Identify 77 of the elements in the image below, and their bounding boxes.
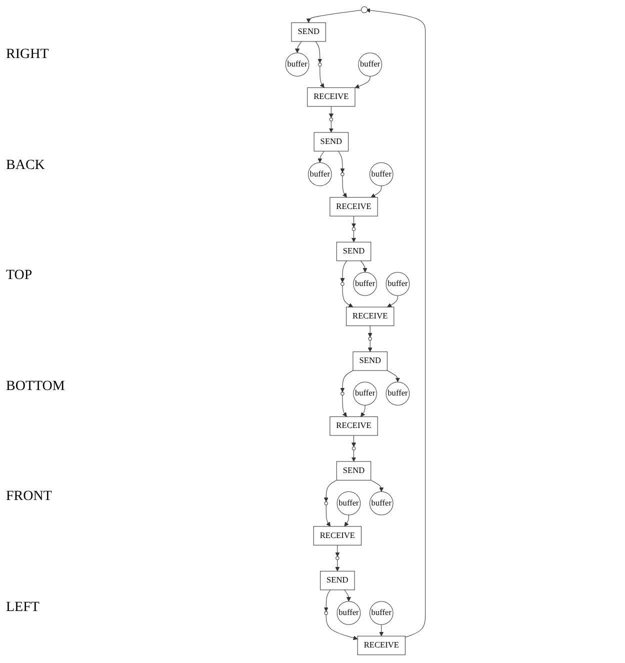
arrow (340, 260, 347, 283)
node-circle: buffer (369, 601, 394, 625)
arrow (335, 544, 340, 557)
arrow (335, 559, 340, 572)
arrow (370, 186, 382, 198)
arrow (368, 326, 372, 338)
node-circle: buffer (358, 52, 382, 76)
arrow (368, 340, 372, 352)
arrow (354, 76, 370, 88)
node-circle (329, 118, 333, 122)
arrow (387, 295, 398, 308)
arrow (324, 590, 331, 612)
node-circle (340, 282, 344, 286)
arrow (344, 590, 351, 602)
arrow (315, 41, 322, 64)
node-circle: buffer (336, 601, 361, 625)
node-circle: buffer (308, 162, 332, 186)
node-circle: buffer (369, 162, 394, 186)
node-circle: buffer (386, 272, 410, 296)
node-box: SEND (291, 22, 326, 42)
arrow (342, 176, 347, 198)
arrow (360, 260, 368, 272)
arrow (342, 285, 354, 308)
node-box: SEND (352, 352, 388, 371)
node-box: SEND (314, 132, 349, 152)
phase-label: BOTTOM (6, 378, 66, 395)
phase-label: LEFT (6, 600, 40, 616)
arrow (379, 624, 384, 636)
phase-label: RIGHT (6, 47, 50, 64)
node-circle (336, 556, 340, 560)
node-box: RECEIVE (330, 197, 378, 216)
node-circle (352, 227, 356, 231)
phase-label: BACK (6, 158, 46, 174)
arrow (386, 370, 400, 382)
node-box: RECEIVE (330, 416, 378, 436)
arrow (342, 394, 347, 417)
arrow (326, 504, 331, 527)
node-box: SEND (336, 242, 372, 262)
arrow (351, 450, 356, 462)
node-box: RECEIVE (313, 526, 362, 546)
node-box: SEND (336, 461, 372, 480)
node-circle: buffer (336, 491, 361, 516)
node-circle (368, 336, 372, 341)
node-circle: buffer (386, 382, 410, 406)
arrow (338, 150, 345, 173)
node-circle: buffer (369, 491, 394, 516)
arrow (340, 370, 354, 392)
node-circle (318, 62, 322, 66)
node-circle: buffer (353, 272, 377, 296)
arrow (326, 614, 358, 640)
arrow (351, 216, 356, 228)
node-box: SEND (320, 570, 355, 590)
arrow (318, 150, 324, 163)
node-circle: buffer (353, 382, 377, 406)
node-box: RECEIVE (307, 87, 356, 107)
node-box: RECEIVE (357, 636, 406, 656)
node-box: RECEIVE (346, 306, 394, 326)
phase-label: FRONT (6, 489, 53, 506)
arrow (370, 480, 384, 492)
node-circle: buffer (285, 52, 310, 76)
node-circle (324, 502, 328, 506)
node-circle (340, 172, 344, 176)
node-circle (324, 611, 328, 615)
arrow (351, 230, 356, 242)
arrow (328, 120, 334, 133)
arrow (324, 480, 337, 502)
arrow (306, 10, 364, 23)
arrow (328, 106, 334, 118)
arrow (295, 41, 302, 54)
node-circle (352, 446, 356, 450)
arrow (351, 435, 356, 448)
arrow (344, 514, 349, 527)
arrow (320, 66, 324, 88)
phase-label: TOP (6, 268, 34, 284)
node-circle (340, 392, 344, 396)
arrow (366, 8, 426, 638)
arrow (360, 405, 366, 417)
